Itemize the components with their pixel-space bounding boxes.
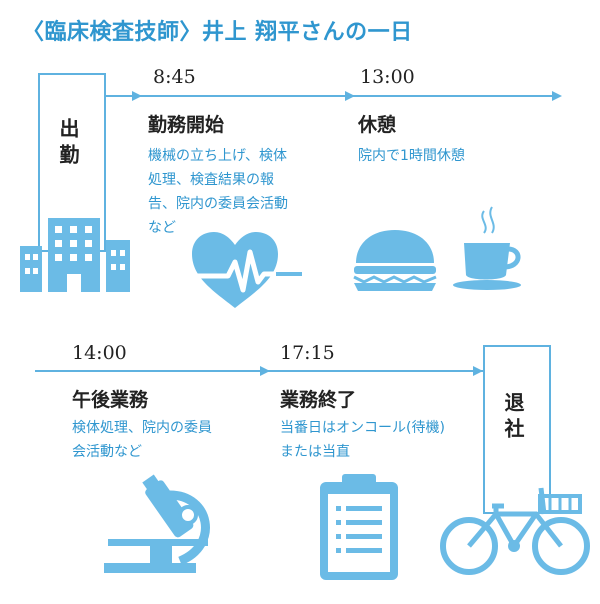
event-time: 13:00: [360, 66, 415, 88]
description-line: など: [148, 220, 176, 236]
clipboard-icon: [320, 474, 398, 580]
arrow-head-top-1: [132, 91, 142, 101]
burger-coffee-icon: [353, 206, 521, 291]
heart-ecg-icon: [192, 232, 302, 308]
description-line: 当番日はオンコール(待機): [280, 420, 445, 436]
description-line: 会活動など: [72, 444, 142, 460]
arrow-head-bottom-2: [473, 366, 483, 376]
event-heading: 休憩: [358, 114, 397, 136]
page-title: 〈臨床検査技師〉井上 翔平さんの一日: [22, 20, 413, 45]
event-time: 17:15: [280, 342, 335, 364]
event-time: 14:00: [72, 342, 127, 364]
event-description: 検体処理、院内の委員 会活動など: [72, 416, 272, 464]
arrow-head-top-3: [552, 91, 562, 101]
bicycle-icon: [440, 487, 590, 575]
start-label: 出勤: [56, 118, 80, 170]
description-line: 院内で1時間休憩: [358, 148, 465, 164]
event-description: 機械の立ち上げ、検体 処理、検査結果の報 告、院内の委員会活動 など: [148, 144, 338, 240]
description-line: 処理、検査結果の報: [148, 172, 274, 188]
event-description: 院内で1時間休憩: [358, 144, 558, 168]
end-label: 退社: [501, 392, 525, 444]
event-heading: 勤務開始: [148, 114, 225, 136]
building-icon: [20, 218, 130, 292]
microscope-icon: [104, 474, 210, 573]
description-line: 検体処理、院内の委員: [72, 420, 212, 436]
arrow-head-top-2: [345, 91, 355, 101]
event-description: 当番日はオンコール(待機) または当直: [280, 416, 480, 464]
event-time: 8:45: [153, 66, 196, 88]
arrow-head-bottom-1: [260, 366, 270, 376]
event-heading: 業務終了: [280, 389, 357, 411]
event-heading: 午後業務: [72, 389, 149, 411]
description-line: 機械の立ち上げ、検体: [148, 148, 288, 164]
description-line: または当直: [280, 444, 350, 460]
description-line: 告、院内の委員会活動: [148, 196, 288, 212]
